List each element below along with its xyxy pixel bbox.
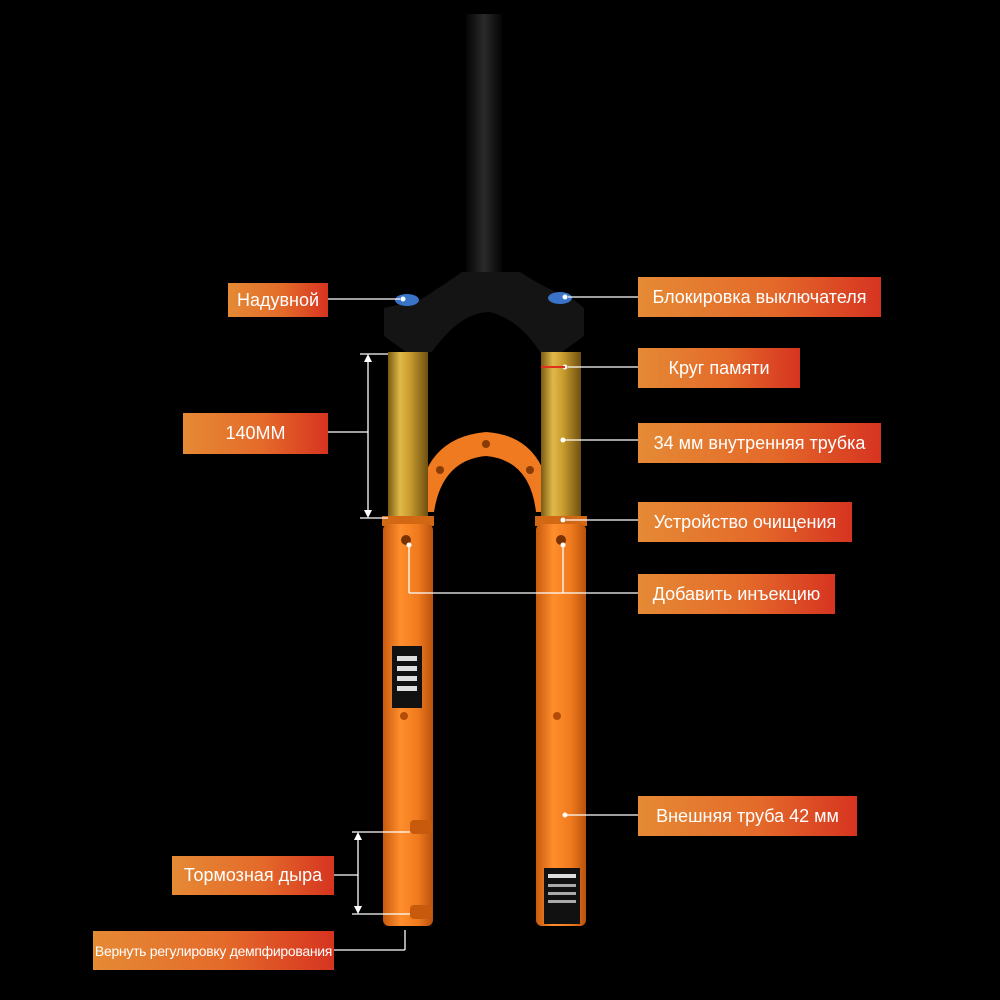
left-stanchion xyxy=(388,352,428,518)
steerer-tube xyxy=(466,14,502,282)
label-travel: 140MM xyxy=(183,413,328,454)
label-lockout: Блокировка выключателя xyxy=(638,277,881,317)
lockout-cap xyxy=(548,292,572,304)
label-memory-ring: Круг памяти xyxy=(638,348,800,388)
label-brake-mount: Тормозная дыра xyxy=(172,856,334,895)
label-rebound: Вернуть регулировку демпфирования xyxy=(93,931,334,970)
leader-lines xyxy=(328,296,638,951)
right-stanchion xyxy=(541,352,581,518)
label-oil-port: Добавить инъекцию xyxy=(638,574,835,614)
fork-crown xyxy=(384,272,584,352)
brake-arch xyxy=(418,432,552,512)
left-lower-leg xyxy=(383,524,433,926)
label-outer-tube: Внешняя труба 42 мм xyxy=(638,796,857,836)
right-lower-leg xyxy=(536,524,586,926)
air-valve-cap xyxy=(395,294,419,306)
label-dust-seal: Устройство очищения xyxy=(638,502,852,542)
label-inner-tube: 34 мм внутренняя трубка xyxy=(638,423,881,463)
label-inflatable: Надувной xyxy=(228,283,328,317)
